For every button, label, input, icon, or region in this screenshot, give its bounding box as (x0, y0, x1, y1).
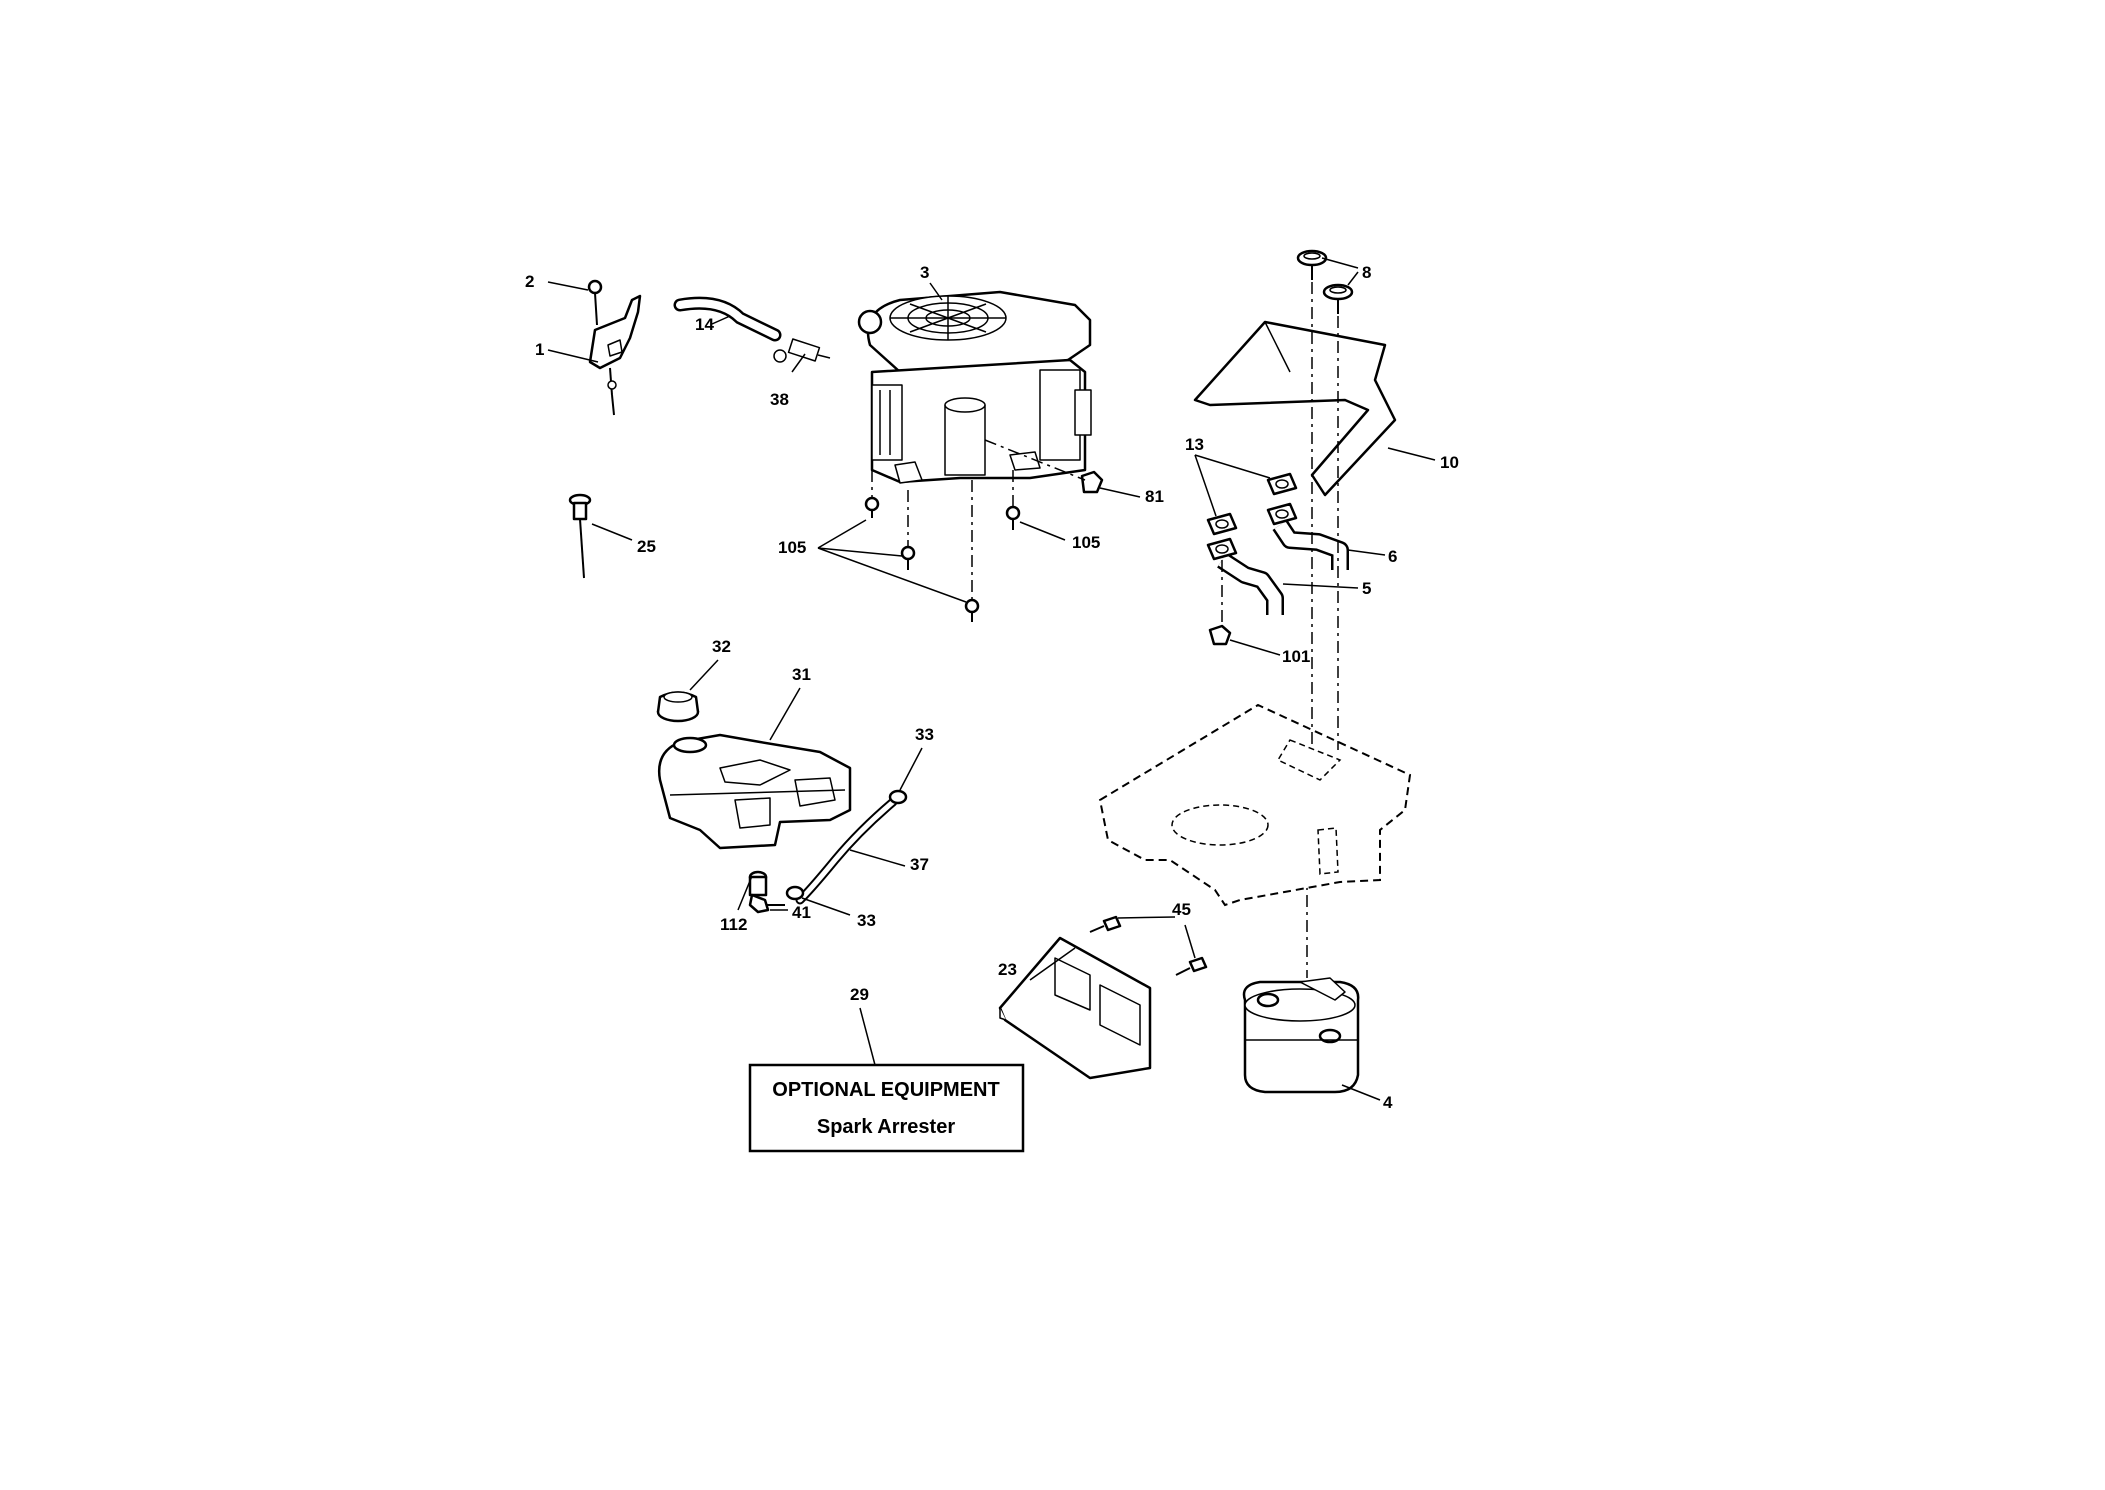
dipstick-part (568, 493, 592, 579)
callout-3: 3 (920, 263, 929, 282)
fuel-line-part (673, 296, 782, 342)
callout-112: 112 (720, 915, 747, 934)
bolt-part-8-a (1296, 249, 1328, 280)
bolt-part-105-a (864, 496, 880, 518)
callout-33-bottom: 33 (857, 911, 876, 930)
bolt-part-105-c (964, 598, 980, 622)
nut-part-101 (1208, 624, 1232, 646)
engine-part (857, 290, 1092, 484)
heat-shield-part (998, 936, 1152, 1080)
heat-shield-part-10 (1193, 320, 1397, 497)
optional-equipment-subtitle: Spark Arrester (817, 1116, 955, 1138)
callout-14: 14 (695, 315, 714, 334)
fuel-tank-part (657, 733, 852, 850)
callout-13: 13 (1185, 435, 1204, 454)
callout-105-left: 105 (778, 538, 806, 557)
nut-part-81 (1080, 470, 1104, 494)
frame-part (1098, 703, 1412, 907)
bolt-part-105-b (900, 545, 916, 570)
fuel-cap-part (656, 691, 700, 723)
callout-29: 29 (850, 985, 869, 1004)
screw-part-2 (587, 279, 603, 326)
callout-1: 1 (535, 340, 544, 359)
callout-25: 25 (637, 537, 656, 556)
callout-31: 31 (792, 665, 811, 684)
callout-33-top: 33 (915, 725, 934, 744)
clamp-part-33-bottom (785, 885, 805, 901)
bolt-part-8-b (1322, 283, 1354, 314)
bolt-part-45-a (1089, 915, 1122, 933)
optional-equipment-title: OPTIONAL EQUIPMENT (772, 1079, 999, 1101)
callout-105-right: 105 (1072, 533, 1100, 552)
shutoff-valve-part (748, 870, 785, 914)
optional-equipment-box: OPTIONAL EQUIPMENT Spark Arrester (748, 1063, 1025, 1153)
callout-2: 2 (525, 272, 534, 291)
callout-8: 8 (1362, 263, 1371, 282)
callout-10: 10 (1440, 453, 1459, 472)
exhaust-pipe-part-6 (1272, 520, 1349, 570)
callout-101: 101 (1282, 647, 1310, 666)
callout-4: 4 (1383, 1093, 1393, 1112)
callout-41: 41 (792, 903, 811, 922)
callout-5: 5 (1362, 579, 1371, 598)
fuel-filter-part (773, 338, 831, 363)
callout-37: 37 (910, 855, 929, 874)
clamp-part-33-top (888, 789, 908, 805)
bolt-part-105-d (1005, 505, 1021, 530)
gasket-part-13-d (1266, 502, 1298, 526)
bolt-part-45-b (1175, 956, 1208, 976)
throttle-control-part (588, 294, 642, 416)
gasket-part-13-b (1266, 472, 1298, 496)
callout-45: 45 (1172, 900, 1191, 919)
gasket-part-13-c (1206, 537, 1238, 561)
exhaust-pipe-part-5 (1217, 552, 1284, 615)
muffler-part (1242, 977, 1360, 1094)
gasket-part-13-a (1206, 512, 1238, 536)
callout-6: 6 (1388, 547, 1397, 566)
callout-38: 38 (770, 390, 789, 409)
fuel-line-37-part (795, 797, 898, 905)
callout-23: 23 (998, 960, 1017, 979)
callout-81: 81 (1145, 487, 1164, 506)
callout-32: 32 (712, 637, 731, 656)
